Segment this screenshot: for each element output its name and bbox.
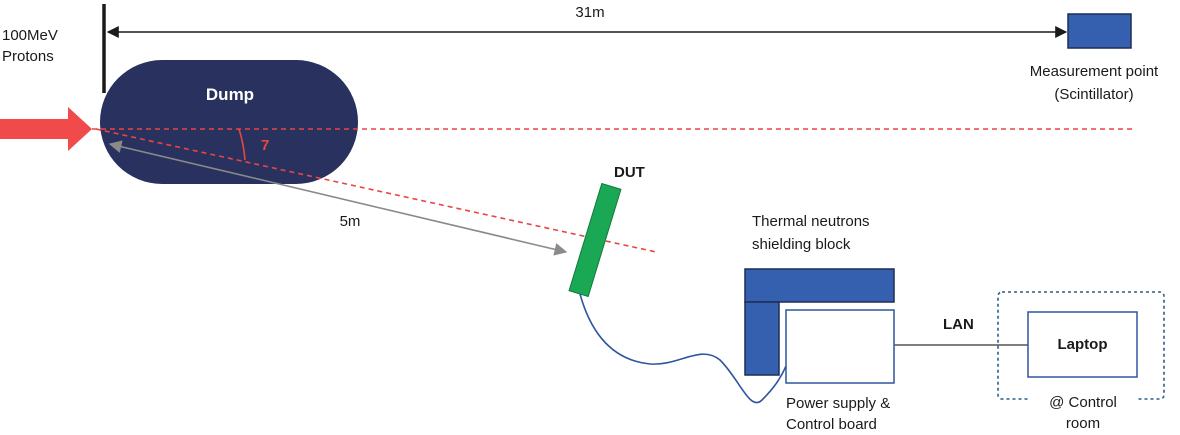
- dump-label: Dump: [205, 85, 255, 104]
- distance-31m-label: 31m: [575, 4, 605, 21]
- power-supply-label-line1: Power supply &: [786, 395, 891, 412]
- measurement-label-line2: (Scintillator): [1054, 86, 1134, 103]
- lan-label: LAN: [943, 316, 974, 333]
- shielding-label-line2: shielding block: [752, 236, 851, 253]
- power-supply-label-line2: Control board: [786, 416, 877, 433]
- measurement-label-line1: Measurement point: [1029, 63, 1159, 80]
- power-supply-box: [785, 309, 895, 384]
- dut-cable: [579, 293, 787, 404]
- angle-label: 7: [261, 137, 270, 154]
- control-room-label-line1: @ Control: [1049, 394, 1117, 411]
- shielding-block-side: [744, 301, 780, 376]
- distance-5m-arrow: [108, 140, 568, 256]
- beam-label-line1: 100MeV: [2, 27, 58, 44]
- dut-board: [568, 182, 622, 298]
- control-room-label-gap: [1030, 390, 1136, 410]
- dut-label: DUT: [614, 164, 645, 181]
- shielding-block-top: [744, 268, 895, 303]
- beam-label-line2: Protons: [2, 48, 54, 65]
- beam-arrow-icon: [0, 107, 92, 151]
- scintillator-block: [1067, 13, 1132, 49]
- dut-axis-line: [95, 128, 657, 253]
- dump-block: [100, 60, 358, 184]
- shielding-label-line1: Thermal neutrons: [752, 213, 870, 230]
- laptop-label: Laptop: [1057, 336, 1108, 353]
- distance-5m-label: 5m: [339, 213, 361, 230]
- laptop-box: [1027, 311, 1138, 378]
- control-room-label-line2: room: [1065, 415, 1101, 432]
